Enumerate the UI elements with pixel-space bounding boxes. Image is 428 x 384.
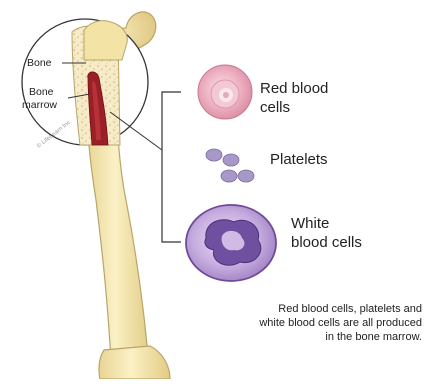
caption-line3: in the bone marrow. [325,330,422,344]
white-blood-cells-label-line2: blood cells [291,234,362,252]
white-blood-cells-label-line1: White [291,215,329,233]
caption-line2: white blood cells are all produced [259,316,422,330]
red-blood-cells-label-line1: Red blood [260,80,328,98]
red-blood-cells-label-line2: cells [260,99,290,117]
bone-label: Bone [27,57,52,70]
magnified-bone-head [84,21,127,60]
bone-marrow-label-line2: marrow [22,99,57,112]
white-blood-cell-icon [186,205,276,281]
platelets-label: Platelets [270,151,328,169]
red-blood-cell-icon [198,65,252,119]
caption-line1: Red blood cells, platelets and [278,302,422,316]
bone-marrow-label-line1: Bone [29,86,54,99]
platelets-icon [206,149,254,182]
cells-bracket [162,92,181,242]
bone-bottom-end [99,346,170,379]
